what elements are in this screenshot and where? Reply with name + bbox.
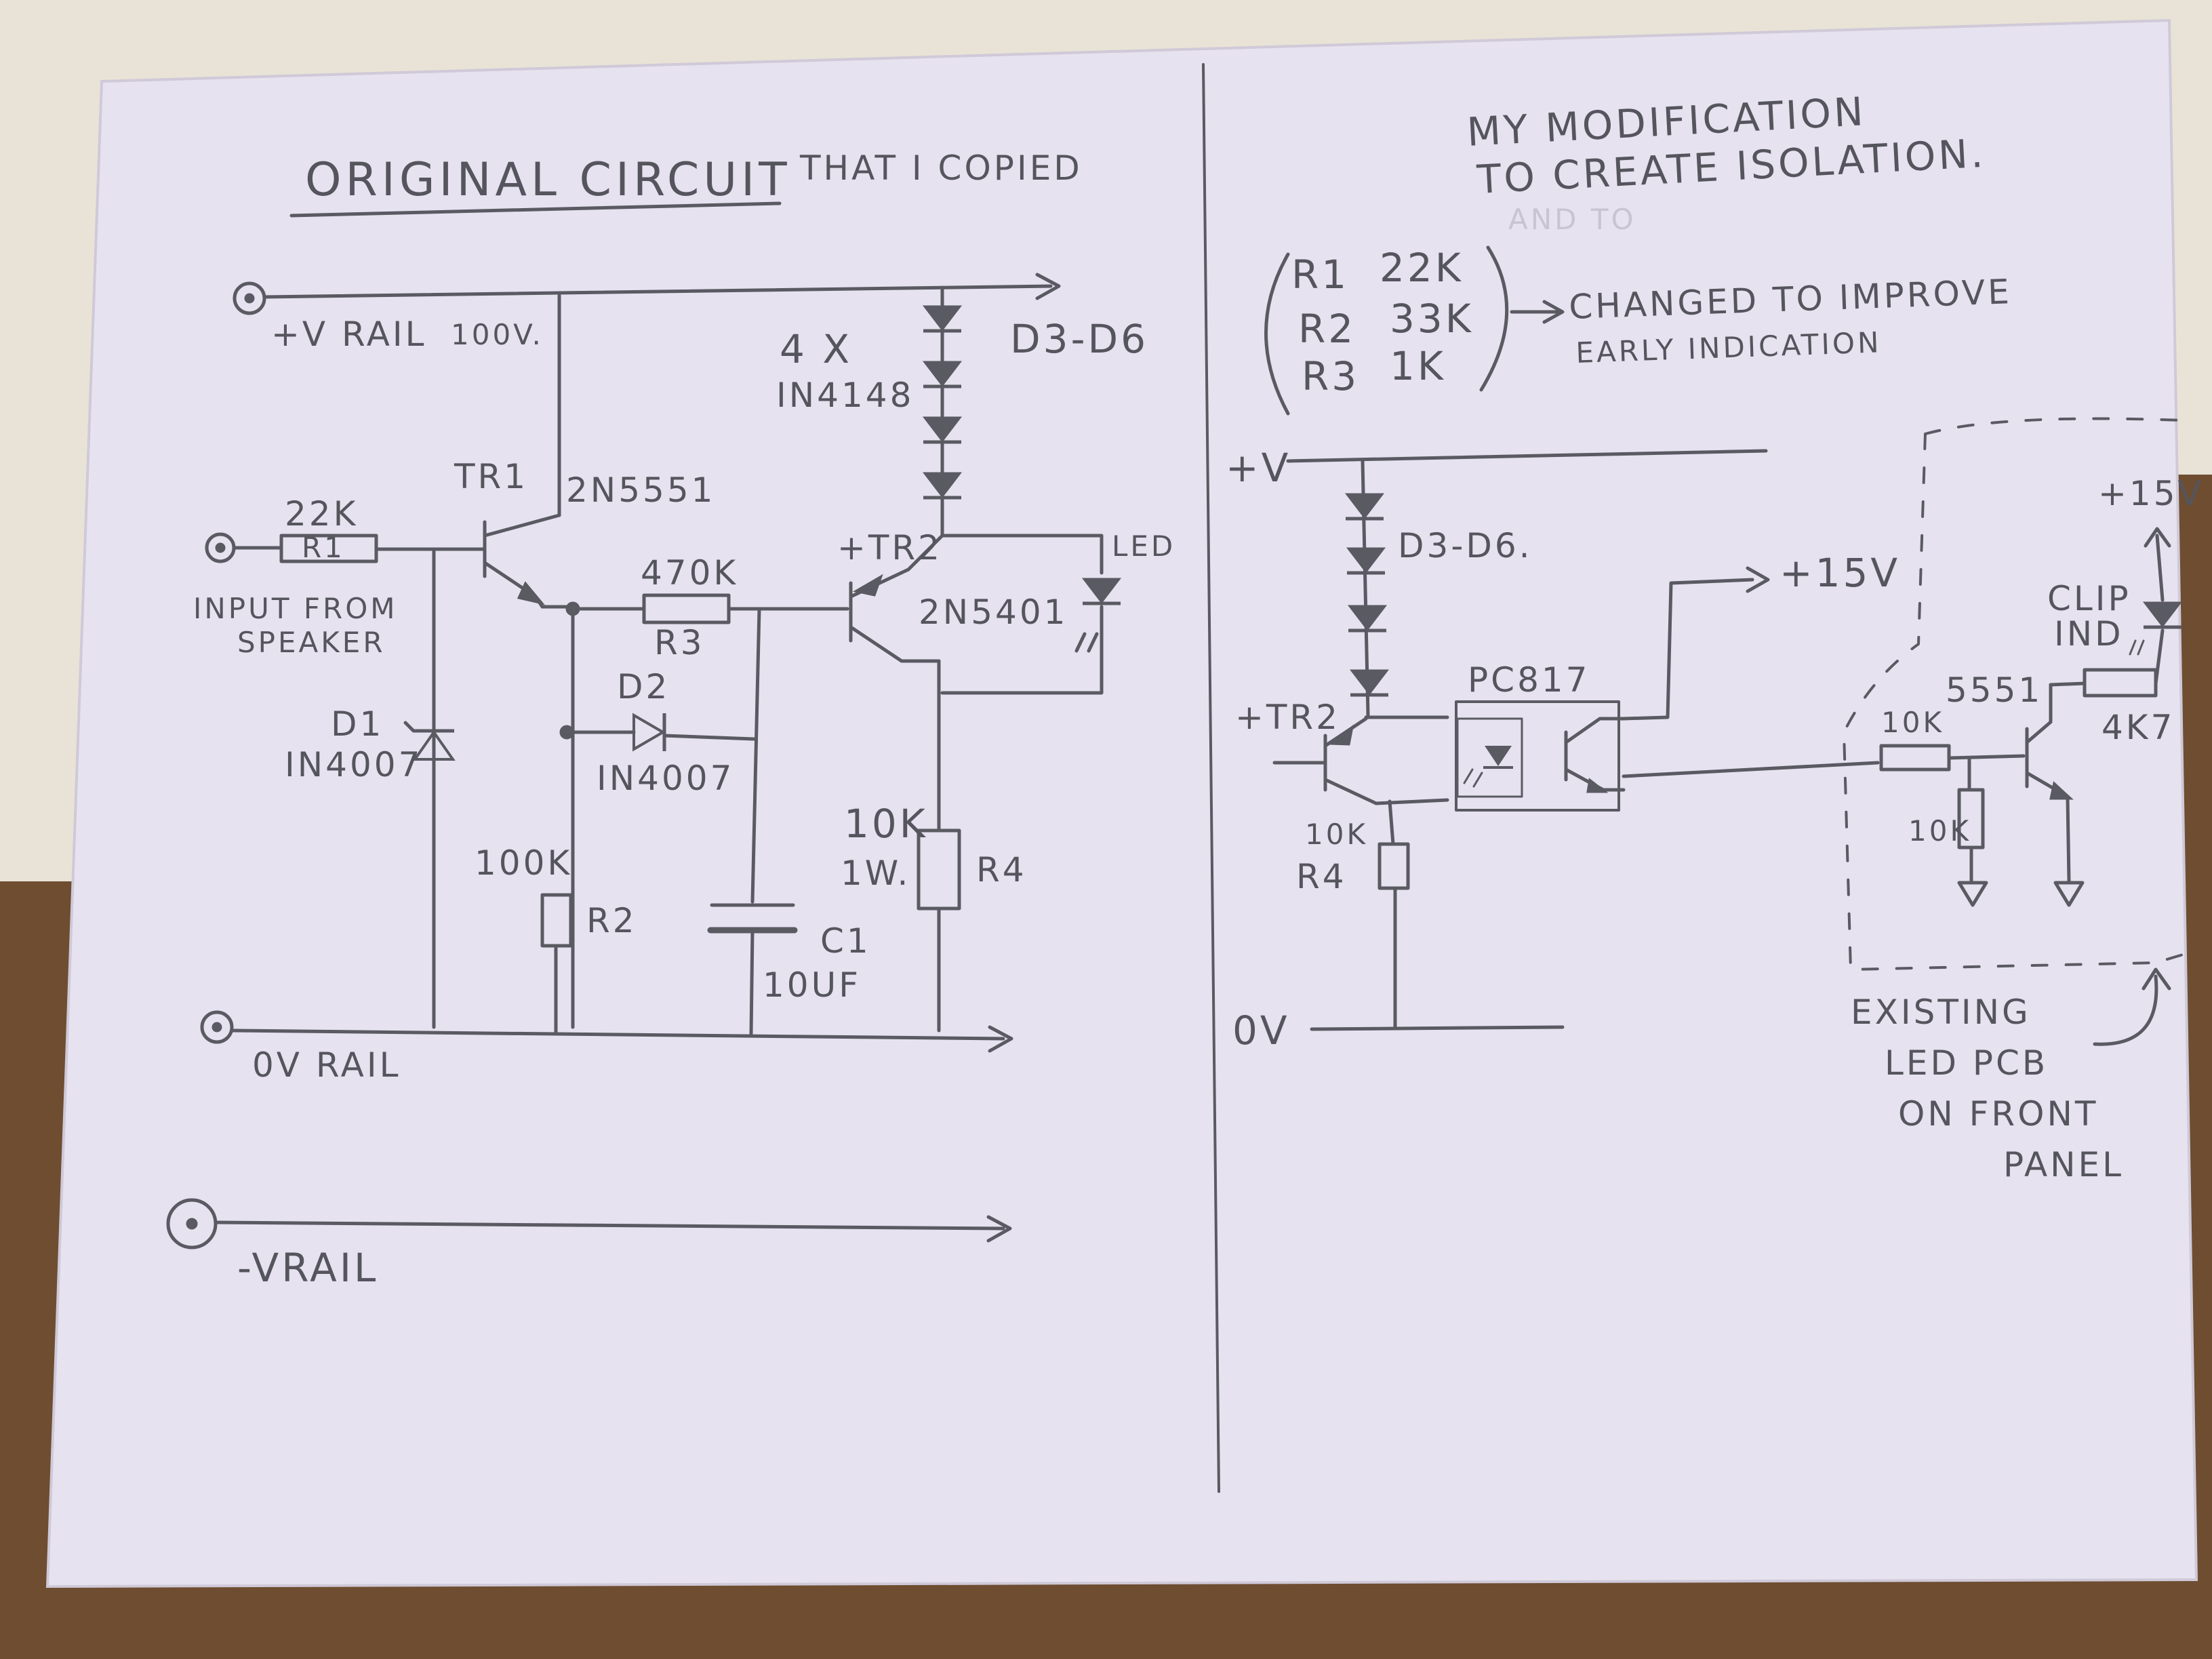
mod-zero-v-label: 0V xyxy=(1232,1007,1290,1054)
clip-label-2: IND xyxy=(2054,614,2124,654)
left-bracket xyxy=(1264,252,1290,416)
tr1-ref: TR1 xyxy=(454,457,528,496)
change-r1-ref: R1 xyxy=(1291,252,1349,298)
diode-ref: D3-D6 xyxy=(1010,316,1148,362)
vpos-rail-label: +V RAIL xyxy=(271,315,427,354)
existing-line-4: PANEL xyxy=(2003,1145,2124,1184)
optocoupler-pc817 xyxy=(1455,700,1620,812)
zero-rail-label: 0V RAIL xyxy=(252,1045,401,1085)
mod-tr2-ref: +TR2 xyxy=(1235,698,1340,737)
opto-label: PC817 xyxy=(1468,660,1590,700)
diode-count: 4 X xyxy=(780,326,852,372)
existing-arrow xyxy=(2093,974,2158,1046)
vneg-rail xyxy=(214,1220,1005,1231)
tr2-part: 2N5401 xyxy=(919,593,1068,632)
d1-ref: D1 xyxy=(331,704,384,744)
mod-vpos-rail xyxy=(1286,449,1768,463)
r4-ref: R4 xyxy=(976,850,1027,890)
ground-icon-2 xyxy=(2053,881,2085,907)
c1-top-wire xyxy=(750,607,761,904)
vpos-rail-arrow xyxy=(1035,273,1061,300)
transistor-tr2-icon xyxy=(849,534,944,663)
right-bracket xyxy=(1479,245,1509,392)
mod-transistor-tr2-icon xyxy=(1272,717,1378,805)
vpos-rail xyxy=(262,284,1053,299)
right-title-faint: AND TO xyxy=(1508,203,1636,236)
mod-vpos-label: +V xyxy=(1226,445,1291,491)
v15-arrow-b xyxy=(2144,527,2171,548)
vneg-rail-arrow xyxy=(986,1215,1012,1243)
diode-d2-icon xyxy=(632,713,666,752)
existing-line-3: ON FRONT xyxy=(1898,1094,2098,1134)
existing-pcb-border xyxy=(1843,433,2191,971)
diode-d1-icon xyxy=(403,721,456,761)
zero-rail-terminal xyxy=(200,1010,234,1044)
clip-led-supply-wire xyxy=(2155,534,2165,602)
opto-emitter-wire xyxy=(1622,761,1880,778)
pull-resistor-label: 10K xyxy=(1908,814,1971,847)
mod-zero-v-rail xyxy=(1310,1025,1565,1031)
led-label: LED xyxy=(1112,529,1175,563)
ground-icon xyxy=(1957,881,1988,907)
left-title: ORIGINAL CIRCUIT xyxy=(305,153,791,207)
transistor-5551-icon xyxy=(2025,683,2074,800)
mod-r4-ref: R4 xyxy=(1296,857,1347,896)
r2-ref: R2 xyxy=(586,901,637,940)
input-label-2: SPEAKER xyxy=(237,626,386,659)
zero-rail xyxy=(230,1028,1005,1041)
d2-ref: D2 xyxy=(617,667,670,706)
r-led-label: 4K7 xyxy=(2102,708,2175,747)
mod-diode-ref: D3-D6. xyxy=(1398,526,1533,565)
vpos-rail-voltage: 100V. xyxy=(451,318,544,351)
opto-led-icon xyxy=(1456,717,1523,798)
original-circuit: ORIGINAL CIRCUIT THAT I COPIED +V RAIL 1… xyxy=(166,148,1175,1291)
zero-rail-arrow xyxy=(988,1025,1013,1053)
v15-label-a: +15V xyxy=(1779,550,1900,596)
opto-phototransistor-icon xyxy=(1564,717,1626,793)
paper-sheet xyxy=(47,20,2196,1586)
clip-led-arrows xyxy=(2129,639,2145,656)
input-label-1: INPUT FROM xyxy=(193,592,398,625)
d1-part: IN4007 xyxy=(285,745,422,784)
change-r1-value: 22K xyxy=(1380,245,1464,291)
transistor-tr1-icon xyxy=(483,513,561,609)
change-r2-ref: R2 xyxy=(1298,306,1356,352)
divider-line xyxy=(1202,63,1220,1493)
existing-line-1: EXISTING xyxy=(1851,993,2031,1032)
mod-r4-value: 10K xyxy=(1305,818,1368,851)
r4-value: 10K xyxy=(844,801,928,847)
v15-label-b: +15V xyxy=(2098,474,2204,513)
transistor-5551-label: 5551 xyxy=(1946,671,2043,710)
d2-part: IN4007 xyxy=(597,759,734,798)
opto-collector-wire xyxy=(1622,578,1754,721)
r4-power: 1W. xyxy=(841,854,910,893)
base-resistor-label: 10K xyxy=(1881,706,1944,739)
change-r2-value: 33K xyxy=(1390,296,1474,342)
diode-part: IN4148 xyxy=(776,376,914,415)
r3-ref: R3 xyxy=(654,623,705,662)
c1-value: 10UF xyxy=(763,965,861,1005)
vneg-rail-label: -VRAIL xyxy=(237,1245,378,1291)
v15-arrow-a xyxy=(1746,566,1770,593)
existing-line-2: LED PCB xyxy=(1885,1043,2048,1083)
c1-ref: C1 xyxy=(820,921,871,961)
r2-value: 100K xyxy=(475,843,572,883)
r1-ref: R1 xyxy=(302,531,345,564)
change-r3-ref: R3 xyxy=(1302,353,1359,399)
clip-label-1: CLIP xyxy=(2047,579,2131,618)
title-underline xyxy=(289,201,782,218)
r3-value: 470K xyxy=(641,553,738,593)
led-light-arrows xyxy=(1074,632,1099,653)
r1-value: 22K xyxy=(285,494,358,534)
tr2-ref: +TR2 xyxy=(837,528,942,567)
change-r3-value: 1K xyxy=(1390,343,1446,389)
tr1-part: 2N5551 xyxy=(566,471,715,510)
left-title-suffix: THAT I COPIED xyxy=(799,148,1083,188)
